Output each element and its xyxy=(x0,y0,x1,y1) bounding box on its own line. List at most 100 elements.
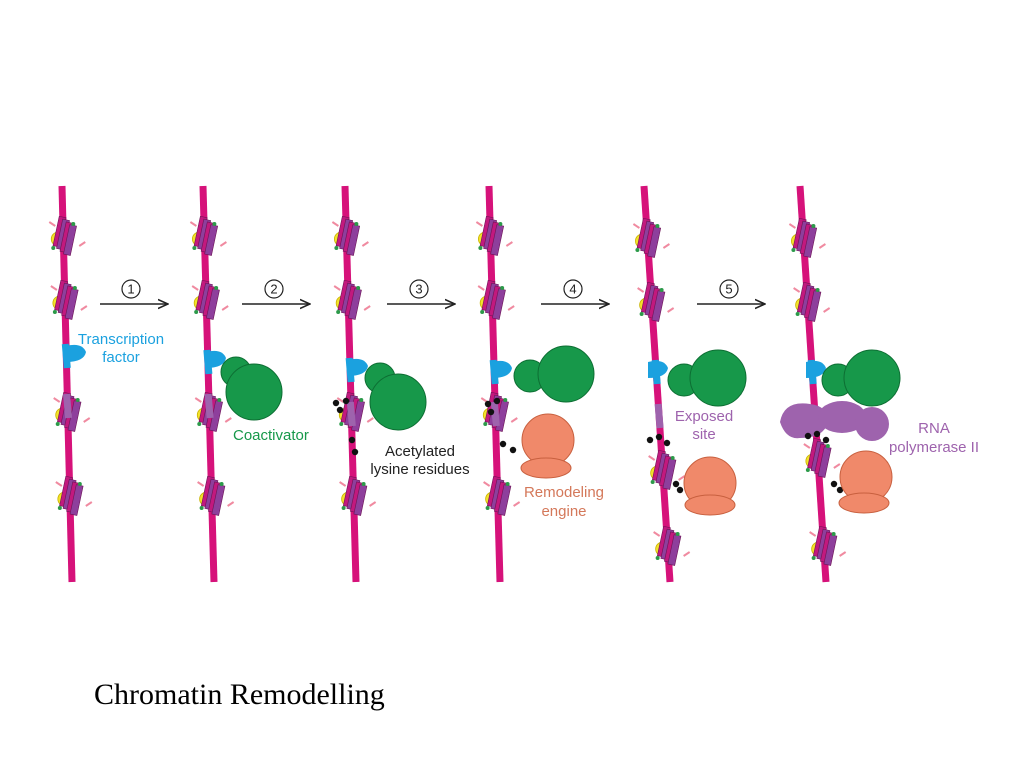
histone-speck xyxy=(75,398,80,402)
histone-speck xyxy=(341,506,346,510)
histone-speck xyxy=(478,246,483,250)
histone-speck xyxy=(55,422,60,426)
histone-speck xyxy=(483,422,488,426)
nucleosome xyxy=(194,391,232,432)
histone-tail xyxy=(818,243,826,249)
acetyl-group xyxy=(836,486,844,494)
histone-speck xyxy=(194,310,199,314)
acetyl-group xyxy=(804,432,812,440)
coactivator-shape xyxy=(369,373,427,431)
histone-speck xyxy=(52,310,57,314)
acetyl-group xyxy=(348,436,356,444)
histone-speck xyxy=(199,506,204,510)
nucleosome xyxy=(50,279,88,320)
chromatin-strand-1 xyxy=(48,185,93,583)
step-1-number: 1 xyxy=(127,282,134,297)
histone-tail xyxy=(477,285,485,291)
histone-speck xyxy=(192,246,197,250)
acetyl-group xyxy=(499,440,507,448)
nucleosome xyxy=(48,215,86,256)
nucleosome xyxy=(477,279,515,320)
nucleosome xyxy=(788,217,826,258)
step-3-arrow: 3 xyxy=(387,279,455,304)
histone-speck xyxy=(639,312,644,316)
histone-speck xyxy=(77,482,82,486)
coactivator-shape xyxy=(843,349,901,407)
acetyl-group xyxy=(646,436,654,444)
histone-speck xyxy=(503,398,508,402)
histone-tail xyxy=(48,221,56,227)
histone-tail xyxy=(194,397,202,403)
transcription-factor-shape xyxy=(806,360,826,378)
histone-speck xyxy=(72,286,77,290)
histone-speck xyxy=(219,482,224,486)
histone-speck xyxy=(57,506,62,510)
transcription-factor-shape xyxy=(206,350,226,368)
histone-speck xyxy=(500,286,505,290)
histone-tail xyxy=(363,305,371,311)
histone-speck xyxy=(334,246,339,250)
acetyl-group xyxy=(509,446,517,454)
histone-tail xyxy=(85,501,93,507)
nucleosome xyxy=(339,475,377,516)
acetylated-label-line1: Acetylated xyxy=(385,443,455,460)
transcription-factor-label-line2: factor xyxy=(102,349,140,366)
histone-speck xyxy=(825,444,830,448)
step-arrows: 1 2 3 4 5 xyxy=(100,279,765,304)
histone-tail xyxy=(224,417,232,423)
acetyl-group xyxy=(655,433,663,441)
nucleosome xyxy=(793,281,831,322)
acetyl-group xyxy=(676,486,684,494)
chromatin-strand-3 xyxy=(331,185,377,583)
histone-tail xyxy=(191,285,199,291)
step-4-arrow: 4 xyxy=(541,279,609,304)
histone-tail xyxy=(510,417,518,423)
histone-speck xyxy=(217,398,222,402)
nucleosome xyxy=(55,475,93,516)
exposed-site-label-line2: site xyxy=(692,426,715,443)
chromatin-strand-2 xyxy=(189,185,235,583)
transcription-factor-label-line1: Transcription xyxy=(78,331,164,348)
histone-speck xyxy=(815,288,820,292)
histone-tail xyxy=(333,285,341,291)
histone-tail xyxy=(823,307,831,313)
remodeling-engine-label-line1: Remodeling xyxy=(524,484,604,501)
rna-polymerase-mid xyxy=(818,401,866,433)
nucleosome xyxy=(197,475,235,516)
nucleosome xyxy=(637,281,675,322)
histone-speck xyxy=(811,224,816,228)
histone-speck xyxy=(650,480,655,484)
histone-speck xyxy=(795,312,800,316)
histone-tail xyxy=(221,305,229,311)
histone-speck xyxy=(361,482,366,486)
histone-tail xyxy=(361,241,369,247)
exposed-dna-site xyxy=(490,401,500,427)
acetylated-label-line2: lysine residues xyxy=(370,461,469,478)
acetyl-group xyxy=(493,397,501,405)
rna-polymerase-body xyxy=(780,403,828,439)
histone-tail xyxy=(637,287,645,293)
acetyl-group xyxy=(822,436,830,444)
histone-tail xyxy=(55,481,63,487)
histone-tail xyxy=(788,223,796,229)
step-2-number: 2 xyxy=(270,282,277,297)
histone-tail xyxy=(678,475,686,481)
histone-tail xyxy=(809,531,817,537)
step-1-arrow: 1 xyxy=(100,279,168,304)
coactivator-shape xyxy=(537,345,595,403)
nucleosome xyxy=(331,215,369,256)
acetyl-group xyxy=(351,448,359,456)
remodeling-engine-base xyxy=(838,492,890,514)
acetyl-group xyxy=(672,480,680,488)
histone-tail xyxy=(219,241,227,247)
histone-speck xyxy=(339,422,344,426)
histone-speck xyxy=(675,532,680,536)
nucleosome xyxy=(809,525,847,566)
transcription-factor-shape xyxy=(648,360,668,378)
exposed-dna-site xyxy=(204,393,214,419)
histone-speck xyxy=(670,456,675,460)
histone-speck xyxy=(197,422,202,426)
histone-speck xyxy=(498,222,503,226)
histone-tail xyxy=(833,463,841,469)
histone-speck xyxy=(505,482,510,486)
